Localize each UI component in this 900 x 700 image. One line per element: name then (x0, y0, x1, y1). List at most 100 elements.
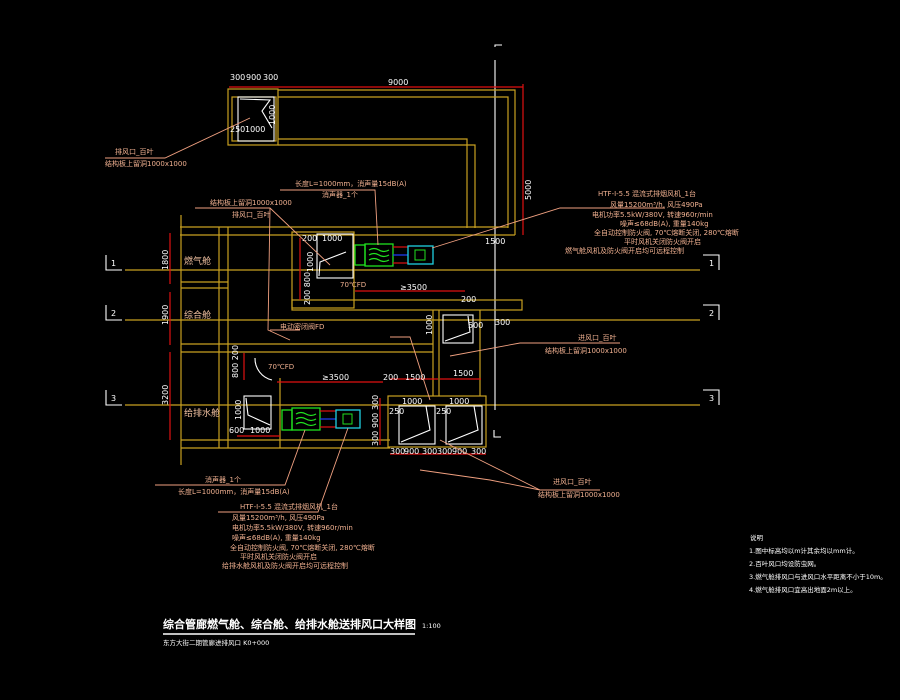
dim-text: 200 (383, 373, 398, 382)
axis-label-2-left: 2 (111, 309, 116, 318)
dimension-labels: 300 900 300 9000 5000 1000 250 1000 1800… (161, 73, 533, 456)
compartment-gas: 燃气舱 (184, 255, 211, 267)
dim-text: 3200 (161, 385, 170, 405)
note-right-louver: 进风口_百叶 (578, 333, 617, 342)
dim-text: 9000 (388, 78, 408, 87)
dim-text: 5000 (524, 180, 533, 200)
axis-label-3-right: 3 (709, 394, 714, 403)
leader-lines (105, 117, 665, 513)
note-upper-fan: 全自动控制防火阀, 70℃熔断关闭, 280℃熔断 (594, 228, 739, 237)
dim-text: 1900 (161, 305, 170, 325)
dim-text: 900 (404, 447, 419, 456)
note-upper-fan: 噪声≤68dB(A), 重量140kg (620, 219, 709, 228)
drawing-title: 综合管廊燃气舱、综合舱、给排水舱送排风口大样图 (163, 617, 416, 631)
note-upper-silencer-spec: 长度L=1000mm，消声量15dB(A) (295, 179, 407, 188)
dim-text: 250 (436, 407, 451, 416)
note-upper-fan: 燃气舱风机及防火阀开启均可远程控制 (565, 246, 684, 255)
dim-text: 300 (422, 447, 437, 456)
dim-text: 900 (452, 447, 467, 456)
dim-text: 900 (246, 73, 261, 82)
note-upper-silencer: 消声器_1个 (322, 190, 358, 199)
upper-fan (407, 245, 434, 265)
compartment-water: 给排水舱 (184, 407, 220, 419)
dim-text: 300 (495, 318, 510, 327)
note-lower-silencer-spec: 长度L=1000mm，消声量15dB(A) (178, 487, 290, 496)
lower-fan (335, 409, 361, 429)
notes-heading: 说明 (750, 533, 764, 542)
note-lower-fan: 给排水舱风机及防火阀开启均可远程控制 (222, 561, 348, 570)
title-block: 综合管廊燃气舱、综合舱、给排水舱送排风口大样图 1:100 东方大街二期管廊进排… (163, 617, 441, 647)
annotations: 排风口_百叶 结构板上留洞1000x1000 长度L=1000mm，消声量15d… (105, 147, 739, 570)
dim-text: 1000 (322, 234, 342, 243)
dim-text: 200 800 (303, 272, 312, 305)
dim-text: 300 (371, 395, 380, 410)
dimensions (169, 84, 524, 455)
axis-label-3-left: 3 (111, 394, 116, 403)
note-top-louver: 排风口_百叶 (115, 147, 154, 156)
note-upper-fan: HTF-I-5.5 混流式排烟风机_1台 (598, 189, 696, 198)
note-top-louver-opening: 结构板上留洞1000x1000 (105, 159, 187, 168)
axis-label-1-right: 1 (709, 259, 714, 268)
dim-text: 200 (461, 295, 476, 304)
dim-text: 1000 (306, 252, 315, 272)
grid-axes: 1 2 3 1 2 3 (105, 44, 720, 438)
note-item: 1.图中标高均以m计其余均以mm计。 (749, 546, 859, 555)
dim-text: 300 (390, 447, 405, 456)
note-upper-fan: 电机功率5.5kW/380V, 转速960r/min (592, 210, 713, 219)
upper-fire-damper (354, 244, 366, 266)
dim-text: 1000 (250, 426, 270, 435)
note-mid-damper: 电动密闭阀FD (280, 322, 324, 331)
dim-text: 1500 (485, 237, 505, 246)
equipment-outlines (237, 96, 483, 445)
axis-label-2-right: 2 (709, 309, 714, 318)
note-bottom-louvers: 进风口_百叶 (553, 477, 592, 486)
dim-text: 800 200 (231, 345, 240, 378)
dim-text: 300 (471, 447, 486, 456)
dim-text: 200 (302, 234, 317, 243)
dim-text: ≥3500 (400, 283, 427, 292)
note-fd: 70℃FD (340, 281, 366, 289)
dim-text: 250 (230, 125, 245, 134)
lower-fan-assembly (281, 407, 361, 431)
dim-text: 900 (371, 413, 380, 428)
dim-text: 1000 (234, 400, 243, 420)
note-upper-fan: 平时风机关闭防火阀开启 (624, 237, 701, 246)
structure (180, 88, 523, 465)
dim-text: 300 (437, 447, 452, 456)
note-upper-fan: 风量15200m³/h, 风压490Pa (610, 201, 703, 209)
dim-text: 300 (263, 73, 278, 82)
dim-text: 1000 (425, 315, 434, 335)
drawing-subtitle: 东方大街二期管廊进排风口 K0+000 (163, 638, 269, 647)
dim-text: 600 (229, 426, 244, 435)
dim-text: 250 (389, 407, 404, 416)
dim-text: 1000 (268, 105, 277, 125)
note-lower-fan: 全自动控制防火阀, 70℃熔断关闭, 280℃熔断 (230, 543, 375, 552)
dim-text: 1800 (161, 250, 170, 270)
note-upper-louver: 排风口_百叶 (232, 210, 271, 219)
dim-text: 1500 (405, 373, 425, 382)
note-lower-fan: 噪声≤68dB(A), 重量140kg (232, 533, 321, 542)
upper-fan-assembly (354, 243, 434, 267)
dim-text: ≥3500 (322, 373, 349, 382)
dim-text: 1000 (449, 397, 469, 406)
dim-text: 1500 (453, 369, 473, 378)
dim-text: 1000 (402, 397, 422, 406)
note-upper-louver-opening: 结构板上留洞1000x1000 (210, 198, 292, 207)
dim-text: 500 (468, 321, 483, 330)
note-lower-silencer: 消声器_1个 (205, 475, 241, 484)
note-right-louver-opening: 结构板上留洞1000x1000 (545, 346, 627, 355)
compartment-utility: 综合舱 (184, 309, 211, 321)
note-item: 2.百叶风口均设防虫网。 (749, 559, 820, 568)
note-lower-fan: HTF-I-5.5 混流式排烟风机_1台 (240, 502, 338, 511)
note-fire-damper: 70℃FD (268, 363, 294, 371)
dim-text: 300 (230, 73, 245, 82)
note-lower-fan: 电机功率5.5kW/380V, 转速960r/min (232, 523, 353, 532)
note-item: 4.燃气舱排风口宜高出地面2m以上。 (749, 585, 857, 594)
note-lower-fan: 风量15200m³/h, 风压490Pa (232, 514, 325, 522)
dim-text: 300 (371, 431, 380, 446)
note-bottom-louvers-opening: 结构板上留洞1000x1000 (538, 490, 620, 499)
note-item: 3.燃气舱排风口与进风口水平距离不小于10m。 (749, 572, 887, 581)
lower-fire-damper (281, 409, 293, 431)
dim-text: 1000 (245, 125, 265, 134)
